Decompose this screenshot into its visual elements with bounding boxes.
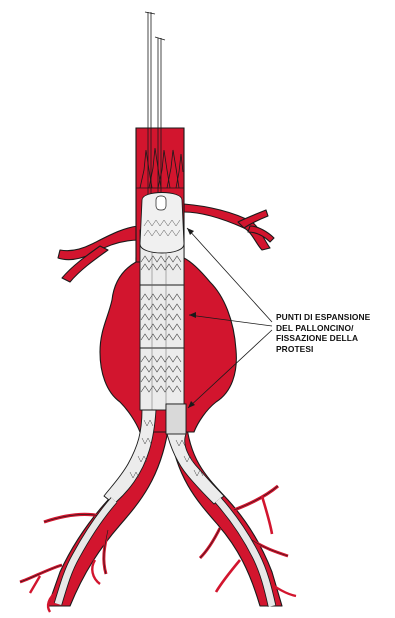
balloon-tip (156, 196, 166, 210)
label-line-3: FISSAZIONE DELLA (276, 333, 395, 344)
endograft-main-body (140, 230, 184, 410)
label-line-1: PUNTI DI ESPANSIONE (276, 312, 395, 323)
label-line-4: PROTESI (276, 344, 395, 355)
expansion-points-label: PUNTI DI ESPANSIONE DEL PALLONCINO/ FISS… (276, 312, 395, 354)
label-line-2: DEL PALLONCINO/ (276, 323, 395, 334)
